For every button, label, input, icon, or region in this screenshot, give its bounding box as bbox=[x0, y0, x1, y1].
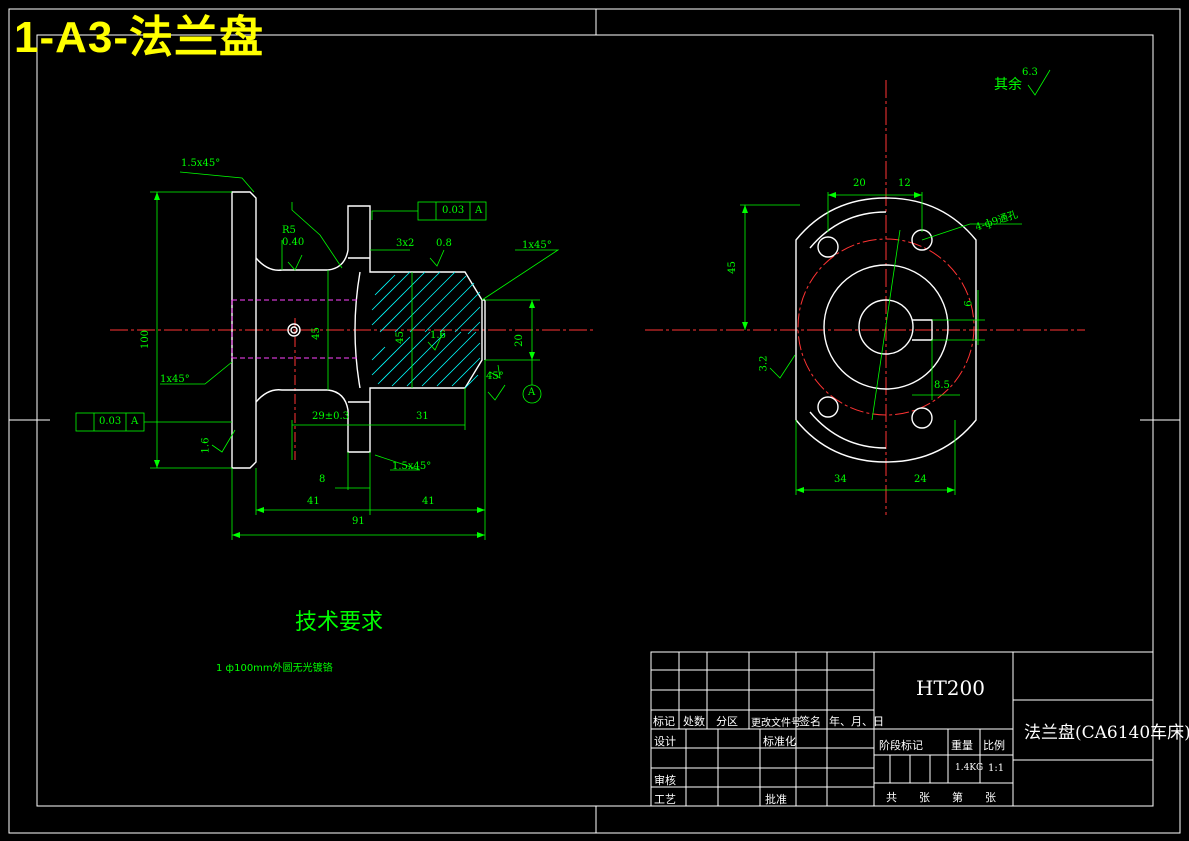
hdr-sheets: 共 张 第 张 bbox=[886, 791, 996, 804]
sheet-title: 1-A3-法兰盘 bbox=[14, 13, 265, 62]
hdr-date: 年、月、日 bbox=[829, 715, 884, 728]
hdr-weight: 重量 bbox=[951, 739, 973, 752]
chamfer-label-4: 1.5x45° bbox=[392, 461, 432, 472]
weight-value: 1.4KG bbox=[955, 763, 984, 773]
hdr-review: 审核 bbox=[654, 774, 676, 787]
dim-w34: 34 bbox=[834, 474, 847, 485]
hdr-process: 工艺 bbox=[654, 793, 676, 806]
roughness-label-d: 1.6 bbox=[200, 437, 212, 454]
material-label: HT200 bbox=[916, 676, 985, 700]
hdr-mark: 标记 bbox=[653, 715, 675, 728]
left-view bbox=[75, 171, 595, 540]
title-block bbox=[650, 651, 1154, 807]
roughness-value: 6.3 bbox=[1022, 67, 1038, 78]
hdr-design: 设计 bbox=[654, 735, 676, 748]
hdr-zone: 分区 bbox=[716, 715, 738, 728]
tolerance-top-value: 0.03 bbox=[442, 205, 465, 216]
drawing-frame bbox=[8, 8, 1181, 834]
scale-value: 1:1 bbox=[988, 763, 1005, 774]
dim-d45b: 45 bbox=[394, 331, 406, 344]
dim-91: 91 bbox=[352, 516, 365, 527]
chamfer-label-3: 1x45° bbox=[522, 240, 552, 251]
roughness-label-c: 1.6 bbox=[430, 330, 446, 341]
dim-41a: 41 bbox=[307, 496, 320, 507]
roughness-label-b: 0.8 bbox=[436, 238, 452, 249]
hdr-count: 处数 bbox=[683, 715, 705, 728]
tech-requirement-item: 1 ф100mm外圆无光镀铬 bbox=[216, 663, 333, 674]
dim-h45: 45 bbox=[726, 261, 738, 274]
rough-3-2: 3.2 bbox=[758, 355, 770, 372]
hdr-stage-mark: 阶段标记 bbox=[879, 739, 923, 752]
tolerance-left-datum: A bbox=[131, 416, 139, 427]
hdr-standard: 标准化 bbox=[763, 735, 796, 748]
chamfer-label-1: 1.5x45° bbox=[181, 158, 221, 169]
hdr-doc-no: 更改文件号 bbox=[751, 718, 801, 729]
dim-31: 31 bbox=[416, 411, 429, 422]
hdr-scale: 比例 bbox=[983, 739, 1005, 752]
part-name: 法兰盘(CA6140车床) bbox=[1024, 723, 1189, 743]
dim-3x2: 3x2 bbox=[396, 238, 415, 249]
chamfer-label-2: 1x45° bbox=[160, 374, 190, 385]
datum-a-label: A bbox=[528, 387, 536, 398]
right-view bbox=[645, 69, 1085, 515]
dim-d45: 45 bbox=[310, 327, 322, 340]
roughness-label-a: 0.40 bbox=[282, 237, 305, 248]
chamfer-label-5: 45° bbox=[486, 371, 504, 382]
dim-w12: 12 bbox=[898, 178, 911, 189]
dim-29: 29±0.3 bbox=[312, 411, 350, 422]
dim-d100: 100 bbox=[140, 329, 152, 350]
dim-l8-5: 8.5 bbox=[934, 380, 950, 391]
hdr-sign: 签名 bbox=[799, 715, 821, 728]
dim-41b: 41 bbox=[422, 496, 435, 507]
dim-d20: 20 bbox=[513, 334, 525, 347]
dim-w24: 24 bbox=[914, 474, 927, 485]
dim-d6: 6 bbox=[963, 300, 975, 307]
dim-w20: 20 bbox=[853, 178, 866, 189]
dim-8: 8 bbox=[319, 474, 326, 485]
tolerance-left-value: 0.03 bbox=[99, 416, 122, 427]
roughness-label: 其余 bbox=[994, 77, 1022, 93]
hdr-approve: 批准 bbox=[765, 793, 787, 806]
tolerance-top-datum: A bbox=[475, 205, 483, 216]
tech-requirements-title: 技术要求 bbox=[295, 610, 384, 635]
radius-label: R5 bbox=[282, 225, 296, 236]
